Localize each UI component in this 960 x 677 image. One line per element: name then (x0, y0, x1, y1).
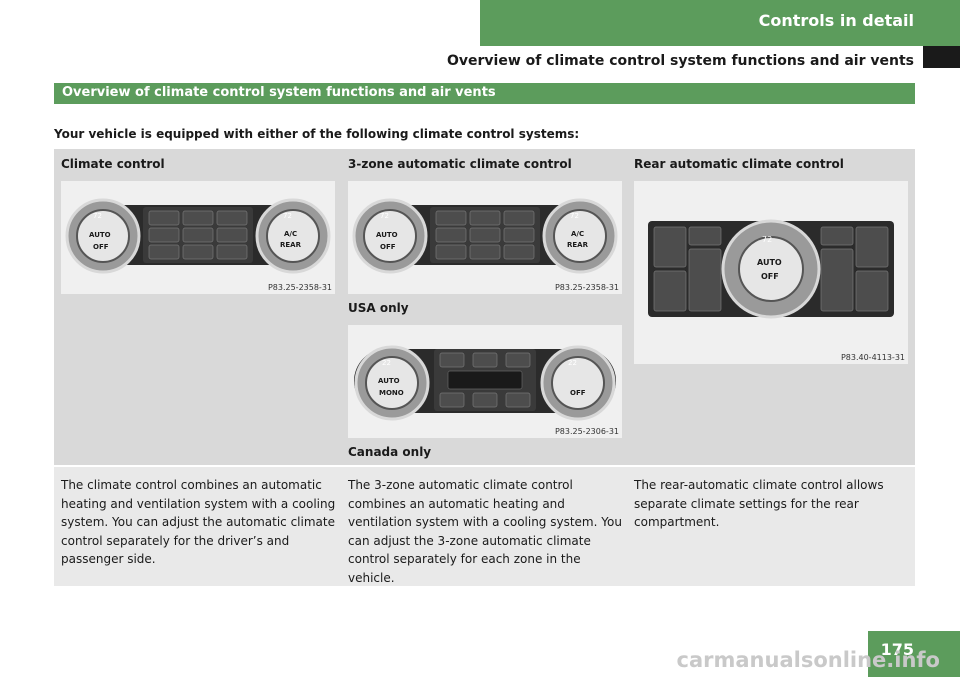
3zone-canada-panel-image: 22 AUTO MONO 22 OFF P83.25-2306-31 (348, 325, 622, 438)
figure-code: P83.25-2358-31 (267, 283, 332, 292)
column-heading-rear: Rear automatic climate control (634, 157, 844, 171)
climate-control-panel-image: 72 AUTO OFF 72 A/C REAR P83.25-2358-31 (61, 181, 335, 294)
figure-code: P83.25-2358-31 (554, 283, 619, 292)
rear-knob-off: OFF (761, 272, 779, 281)
page-number-tab: 175 (868, 631, 960, 677)
knob-left-off: OFF (380, 243, 396, 251)
dual-knob-panel-illustration (354, 345, 616, 421)
figure-code: P83.40-4113-31 (840, 353, 905, 362)
dual-knob-panel-illustration (352, 198, 618, 274)
description-3zone: The 3-zone automatic climate control com… (348, 478, 622, 585)
rear-climate-panel-image: 72 AUTO OFF P83.40-4113-31 (634, 181, 908, 364)
rear-knob-temp: 72 (762, 235, 773, 244)
knob-right-ac: A/C (284, 230, 298, 238)
figure-code: P83.25-2306-31 (554, 427, 619, 436)
knob-right-temp: 72 (283, 212, 292, 220)
3zone-usa-panel-image: 72 AUTO OFF 72 A/C REAR P83.25-2358-31 (348, 181, 622, 294)
header-tab: Controls in detail (480, 0, 960, 46)
header-marker (923, 46, 960, 68)
knob-left-auto: AUTO (89, 231, 111, 239)
table-row-images: Climate control 3-zone automatic climate… (54, 149, 915, 465)
rear-knob-panel-illustration (648, 219, 894, 319)
knob-right-temp: 22 (568, 359, 577, 367)
knob-left-temp: 22 (382, 359, 391, 367)
description-rear: The rear-automatic climate control allow… (634, 478, 884, 529)
caption-usa-only: USA only (348, 301, 409, 315)
dual-knob-panel-illustration (65, 198, 331, 274)
knob-left-temp: 72 (93, 212, 102, 220)
intro-text: Your vehicle is equipped with either of … (54, 127, 580, 141)
knob-left-mono: MONO (379, 389, 404, 397)
table-row-descriptions: The climate control combines an automati… (54, 467, 915, 586)
knob-right-ac: A/C (571, 230, 585, 238)
knob-left-auto: AUTO (376, 231, 398, 239)
header-subtitle: Overview of climate control system funct… (447, 53, 914, 69)
knob-left-auto: AUTO (378, 377, 400, 385)
watermark: carmanualsonline.info (676, 648, 940, 672)
page-number: 175 (880, 640, 914, 659)
description-climate-control: The climate control combines an automati… (61, 478, 336, 566)
section-title: Overview of climate control system funct… (62, 85, 496, 100)
column-heading-climate-control: Climate control (61, 157, 165, 171)
knob-left-temp: 72 (380, 212, 389, 220)
section-title-bar: Overview of climate control system funct… (54, 83, 915, 104)
column-heading-3zone: 3-zone automatic climate control (348, 157, 572, 171)
knob-right-rear: REAR (280, 241, 301, 249)
knob-right-temp: 72 (570, 212, 579, 220)
header-tab-title: Controls in detail (758, 11, 914, 30)
rear-knob-auto: AUTO (757, 258, 782, 267)
knob-right-rear: REAR (567, 241, 588, 249)
caption-canada-only: Canada only (348, 445, 432, 459)
knob-right-off: OFF (570, 389, 586, 397)
knob-left-off: OFF (93, 243, 109, 251)
